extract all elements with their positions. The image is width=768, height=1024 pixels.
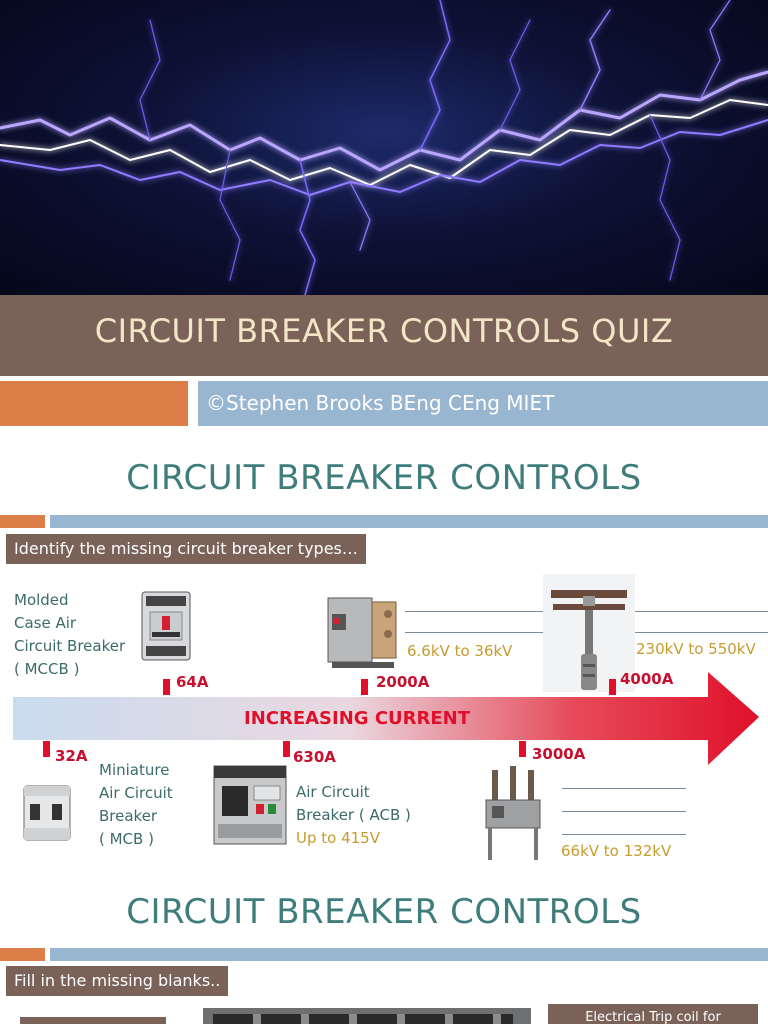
mccb-line4: ( MCCB )	[14, 660, 80, 678]
current-label-32a: 32A	[55, 747, 88, 765]
current-tick-32a	[43, 741, 50, 757]
slide1-rule-blue	[50, 515, 768, 528]
arrow-label: INCREASING CURRENT	[244, 708, 471, 729]
mcb-line3: Breaker	[99, 807, 158, 825]
slide2-instruction: Fill in the missing blanks..	[6, 966, 229, 996]
voltage-label-66kv: 66kV to 132kV	[561, 842, 672, 860]
slide2-panel-image	[203, 1008, 531, 1024]
current-tick-2000a	[361, 679, 368, 695]
acb-voltage: Up to 415V	[296, 829, 380, 847]
slide1-instruction: Identify the missing circuit breaker typ…	[6, 534, 366, 564]
slide2-rule-blue	[50, 948, 768, 961]
current-label-4000a: 4000A	[620, 670, 674, 688]
current-label-64a: 64A	[176, 673, 209, 691]
acb-line2: Breaker ( ACB )	[296, 806, 411, 824]
slide2-rule-orange	[0, 948, 45, 961]
current-label-3000a: 3000A	[532, 745, 586, 763]
mcb-line1: Miniature	[99, 761, 170, 779]
slide1-heading: CIRCUIT BREAKER CONTROLS	[126, 458, 642, 498]
quiz-title: CIRCUIT BREAKER CONTROLS QUIZ	[94, 312, 674, 350]
answer-blank-line	[562, 811, 686, 812]
mv-breaker-image	[322, 592, 404, 670]
answer-blank-line	[634, 611, 768, 612]
acb-breaker-image	[210, 762, 290, 848]
mccb-label: Molded Case Air Circuit Breaker ( MCCB )	[14, 589, 125, 681]
mccb-breaker-image	[140, 590, 192, 662]
current-label-630a: 630A	[293, 748, 336, 766]
increasing-current-arrow	[13, 672, 759, 765]
current-tick-3000a	[519, 741, 526, 757]
mcb-line4: ( MCB )	[99, 830, 154, 848]
current-label-2000a: 2000A	[376, 673, 430, 691]
mccb-line2: Case Air	[14, 614, 77, 632]
acb-label: Air Circuit Breaker ( ACB ) Up to 415V	[296, 781, 411, 850]
slide2-label-box	[20, 1017, 166, 1024]
current-tick-4000a	[609, 679, 616, 695]
acb-line1: Air Circuit	[296, 783, 370, 801]
mcb-line2: Air Circuit	[99, 784, 173, 802]
slide1-rule-orange	[0, 515, 45, 528]
answer-blank-line	[405, 632, 543, 633]
slide2-heading: CIRCUIT BREAKER CONTROLS	[126, 892, 642, 932]
lightning-bolts-graphic	[0, 0, 768, 295]
author-bar	[198, 381, 768, 426]
answer-blank-line	[562, 834, 686, 835]
outdoor-breaker-image	[478, 766, 548, 862]
current-tick-630a	[283, 741, 290, 757]
hero-lightning-image	[0, 0, 768, 295]
mcb-breaker-image	[20, 782, 74, 844]
answer-blank-line	[562, 788, 686, 789]
hv-breaker-image	[543, 574, 635, 692]
answer-blank-line	[634, 632, 768, 633]
mccb-line3: Circuit Breaker	[14, 637, 126, 655]
current-tick-64a	[163, 679, 170, 695]
voltage-label-6kv: 6.6kV to 36kV	[407, 642, 513, 660]
answer-blank-line	[405, 611, 543, 612]
author-credit: ©Stephen Brooks BEng CEng MIET	[206, 391, 555, 415]
mccb-line1: Molded	[14, 591, 69, 609]
orange-accent-block	[0, 381, 188, 426]
mcb-label: Miniature Air Circuit Breaker ( MCB )	[99, 759, 173, 851]
title-bar	[0, 295, 768, 376]
slide2-callout: Electrical Trip coil for	[548, 1004, 758, 1024]
voltage-label-230kv: 230kV to 550kV	[636, 640, 756, 658]
